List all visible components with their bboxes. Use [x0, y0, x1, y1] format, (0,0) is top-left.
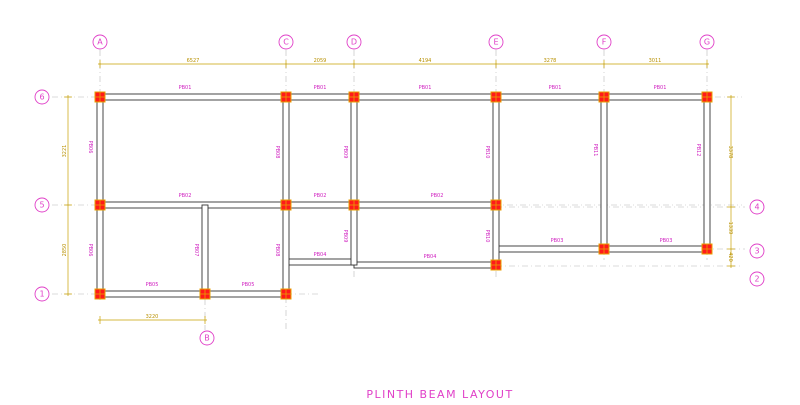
- beam-step-d-e: [353, 261, 497, 269]
- column: [94, 288, 106, 300]
- top-dimension-text: 4194: [419, 58, 432, 64]
- grid-bubble-g: [699, 34, 715, 50]
- beam-label: PB03: [660, 238, 673, 244]
- beam-label: PB01: [419, 85, 432, 91]
- beam-label: PB02: [431, 193, 444, 199]
- column: [280, 199, 292, 211]
- grid-bubble-6: [34, 89, 50, 105]
- grid-bubble-label: A: [97, 38, 103, 47]
- beam-label: PB08: [274, 244, 280, 257]
- grid-bubble-d: [346, 34, 362, 50]
- beam-label: PB08: [274, 146, 280, 159]
- beam-col-c: [282, 96, 290, 295]
- beam-step-c-d: [285, 258, 355, 266]
- beam-label: PB11: [592, 144, 598, 157]
- beam-col-d: [350, 96, 358, 266]
- beam-label: PB09: [342, 230, 348, 243]
- top-dimension-text: 2059: [314, 58, 327, 64]
- column: [280, 91, 292, 103]
- column: [280, 288, 292, 300]
- beam-col-f: [600, 96, 608, 250]
- beam-label: PB10: [484, 146, 490, 159]
- beam-label: PB07: [193, 244, 199, 257]
- beam-row-6: [99, 93, 708, 101]
- column: [348, 199, 360, 211]
- right-dimension-text: 420: [727, 252, 733, 262]
- column: [199, 288, 211, 300]
- grid-bubble-label: 4: [754, 203, 759, 212]
- column: [598, 243, 610, 255]
- grid-bubble-label: 5: [39, 201, 44, 210]
- grid-bubble-label: F: [602, 38, 607, 47]
- bottom-dimension-text: 3220: [146, 314, 159, 320]
- column: [348, 91, 360, 103]
- beam-label: PB02: [179, 193, 192, 199]
- grid-bubble-c: [278, 34, 294, 50]
- top-dimension-text: 6527: [187, 58, 200, 64]
- grid-bubble-a: [92, 34, 108, 50]
- grid-bubble-label: 3: [754, 247, 759, 256]
- beam-label: PB04: [424, 254, 437, 260]
- top-dimension-text: 3278: [544, 58, 557, 64]
- beam-label: PB10: [484, 230, 490, 243]
- beam-label: PB01: [654, 85, 667, 91]
- grid-bubble-b: [199, 330, 215, 346]
- grid-bubble-label: D: [351, 38, 357, 47]
- column: [94, 91, 106, 103]
- column: [94, 199, 106, 211]
- beam-label: PB06: [87, 244, 93, 257]
- beam-labels: PB01 PB01 PB01 PB01 PB01 PB02 PB02 PB02 …: [87, 85, 701, 288]
- grid-bubble-f: [596, 34, 612, 50]
- beam-label: PB05: [146, 282, 159, 288]
- grid-bubble-label: G: [704, 38, 710, 47]
- column: [490, 199, 502, 211]
- beam-col-a: [96, 96, 104, 295]
- grid-bubble-label: B: [204, 334, 210, 343]
- beam-label: PB12: [695, 144, 701, 157]
- beam-col-b: [201, 204, 209, 295]
- beam-label: PB05: [242, 282, 255, 288]
- grid-bubble-label: 2: [754, 275, 759, 284]
- grid-bubble-label: 6: [39, 93, 44, 102]
- top-dimension-text: 3011: [649, 58, 662, 64]
- beam-label: PB04: [314, 252, 327, 258]
- column: [598, 91, 610, 103]
- beam-label: PB02: [314, 193, 327, 199]
- grid-bubble-label: 1: [39, 290, 44, 299]
- grid-bubble-e: [488, 34, 504, 50]
- left-dimension-text: 3221: [62, 145, 68, 158]
- right-dimension-text: 3378: [727, 146, 733, 159]
- beam-label: PB01: [179, 85, 192, 91]
- column: [490, 91, 502, 103]
- beam-label: PB01: [314, 85, 327, 91]
- left-dimension-text: 2850: [62, 244, 68, 257]
- dimension-lines: [64, 60, 735, 324]
- grid-bubble-label: C: [283, 38, 289, 47]
- beam-label: PB09: [342, 146, 348, 159]
- column: [490, 259, 502, 271]
- grid-bubble-label: E: [493, 38, 498, 47]
- beam-col-e: [492, 96, 500, 266]
- beam-label: PB01: [549, 85, 562, 91]
- column: [701, 243, 713, 255]
- beam-row-1: [99, 290, 287, 298]
- column: [701, 91, 713, 103]
- dimension-texts: 6527 2059 4194 3278 3011 3220 3221 2850 …: [62, 58, 733, 320]
- grid-bubbles: A C D E F G B 6 5 1 4 3 2: [34, 34, 765, 346]
- grid-bubble-3: [749, 243, 765, 259]
- columns: [94, 91, 713, 300]
- beam-row-5: [99, 201, 497, 209]
- grid-bubble-5: [34, 197, 50, 213]
- beam-label: PB06: [87, 141, 93, 154]
- beam-col-g: [703, 96, 711, 250]
- right-dimension-text: 1339: [727, 222, 733, 235]
- beam-label: PB03: [551, 238, 564, 244]
- drawing-title: PLINTH BEAM LAYOUT: [366, 388, 513, 401]
- grid-lines: [52, 50, 745, 330]
- grid-bubble-1: [34, 286, 50, 302]
- grid-bubble-4: [749, 199, 765, 215]
- grid-bubble-2: [749, 271, 765, 287]
